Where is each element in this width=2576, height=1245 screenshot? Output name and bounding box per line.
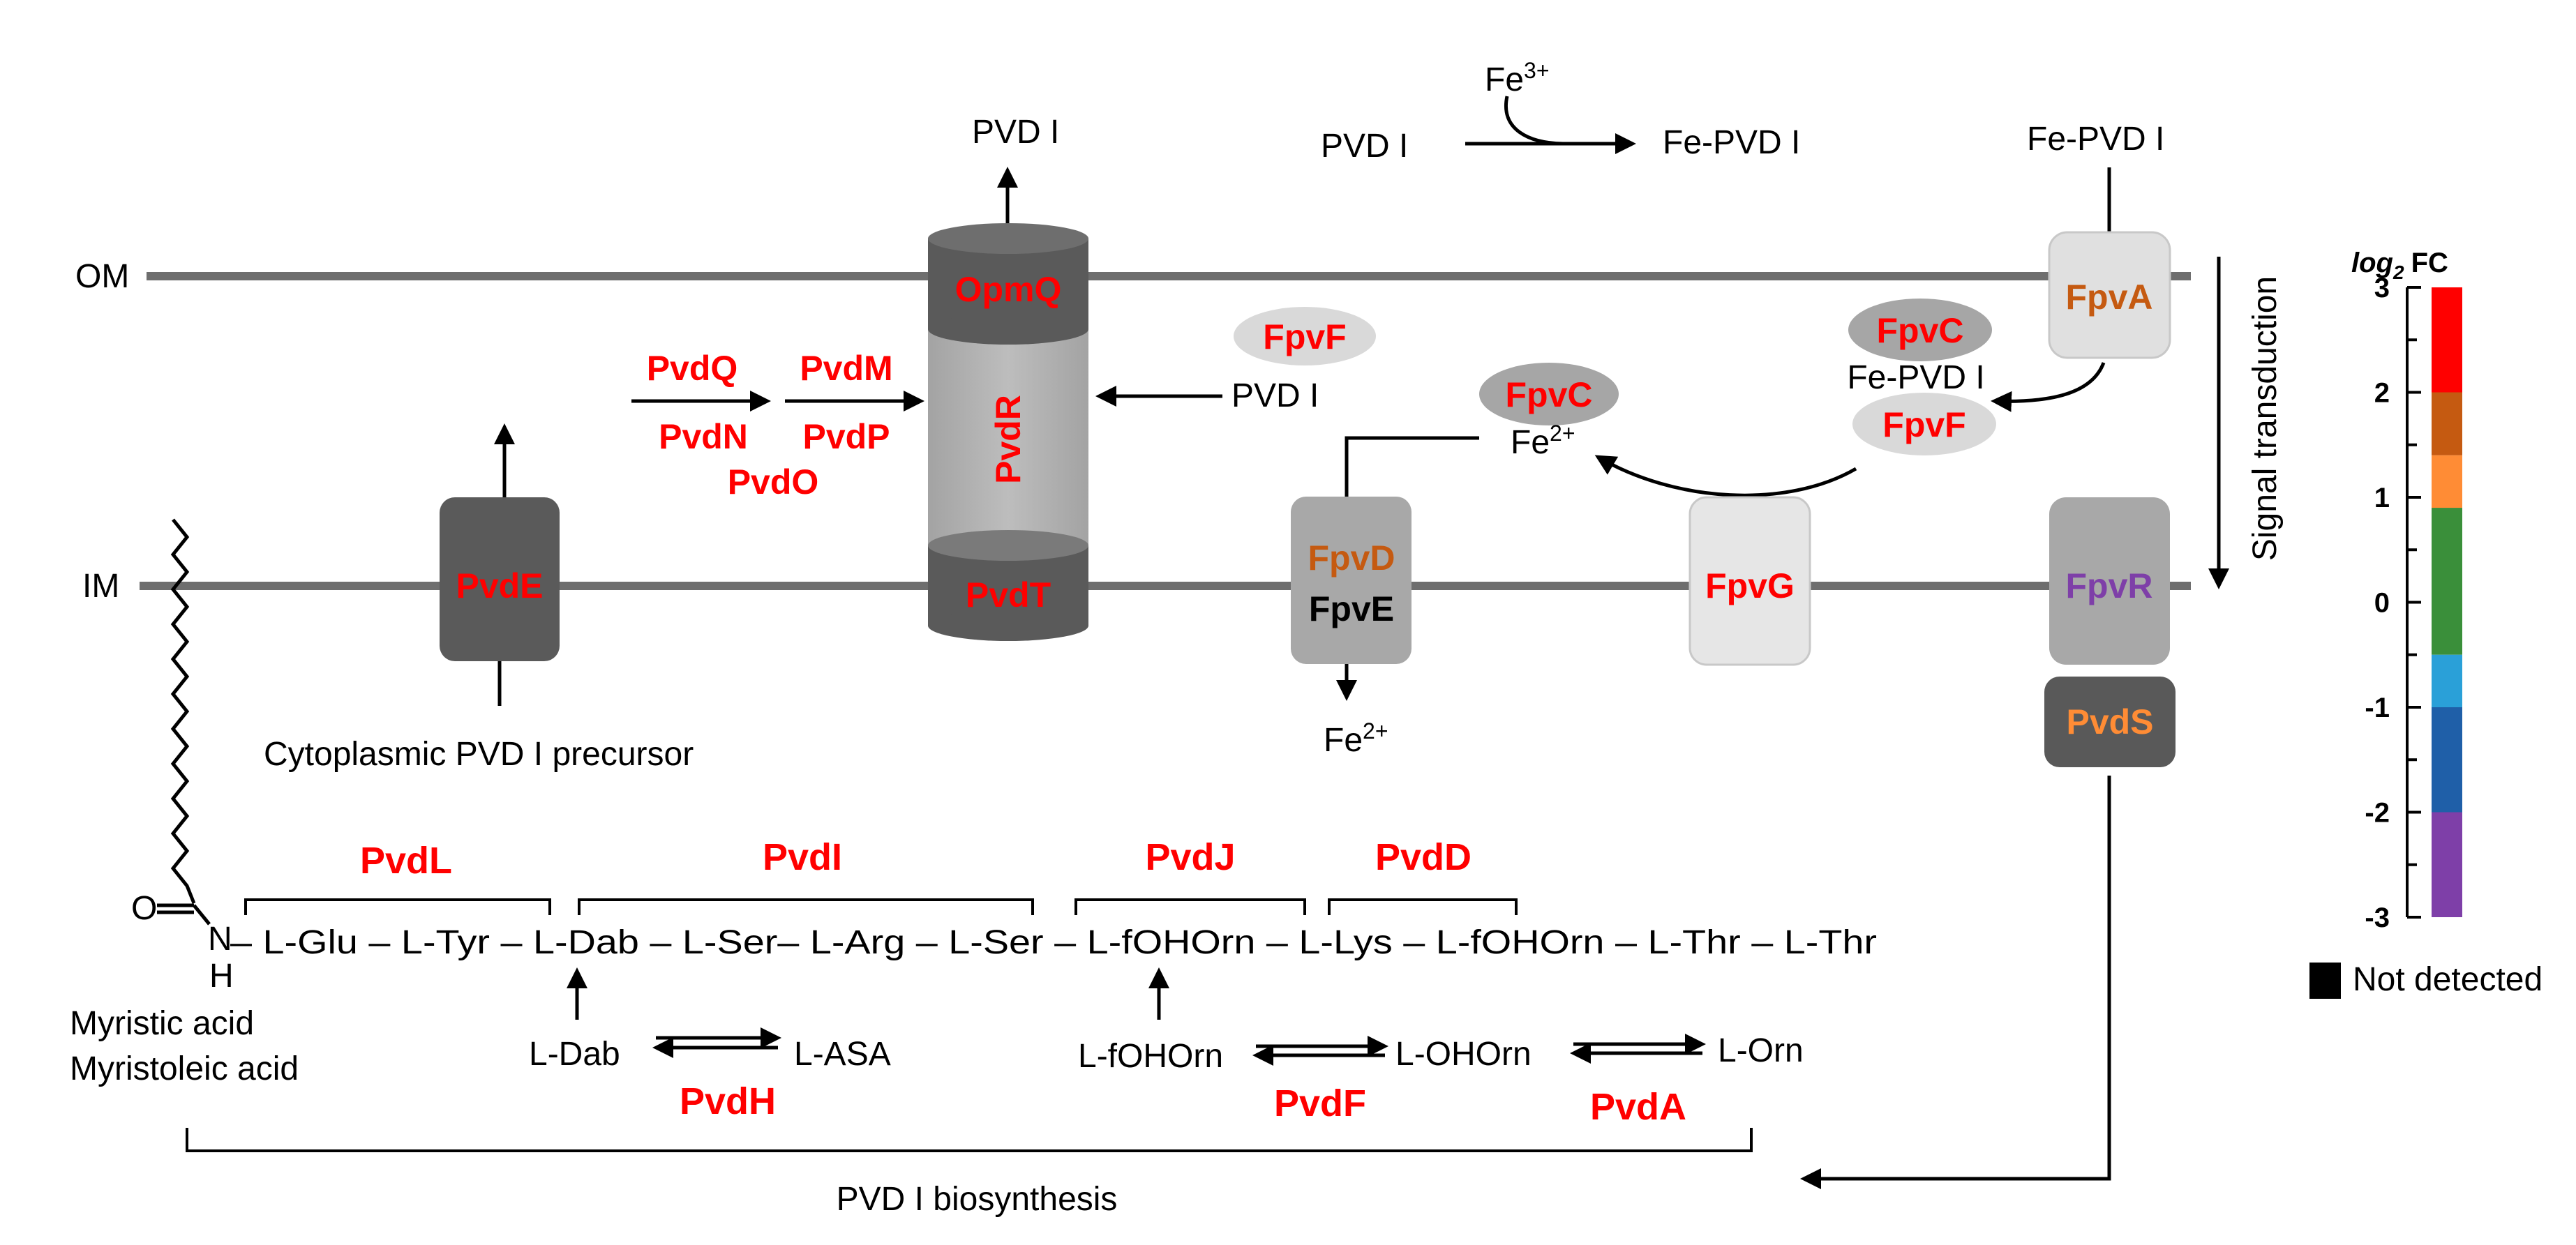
outer-membrane-label: OM bbox=[75, 258, 129, 295]
fpvf-periplasm-label: FpvF bbox=[1263, 317, 1346, 356]
peptide-chain: – L-Glu – L-Tyr – L-Dab – L-Ser– L-Arg –… bbox=[230, 924, 1877, 961]
signal-transduction-label: Signal transduction bbox=[2247, 276, 2284, 561]
fpvg-label: FpvG bbox=[1705, 566, 1795, 605]
pvd-free-label: PVD I bbox=[1321, 128, 1408, 165]
pvda-label: PvdA bbox=[1590, 1086, 1686, 1128]
pvdi-bracket bbox=[578, 898, 1034, 915]
pvdj-bracket bbox=[1074, 898, 1306, 915]
fe3-label: Fe3+ bbox=[1485, 58, 1550, 98]
legend-color-segment-0 bbox=[2432, 287, 2462, 393]
pvdh-label: PvdH bbox=[680, 1080, 776, 1122]
pvds-regulation-arrow bbox=[1800, 776, 2111, 1189]
lorn-label: L-Orn bbox=[1718, 1032, 1804, 1069]
fpva-to-complex-arrow bbox=[1991, 362, 2106, 412]
fpvd-label: FpvD bbox=[1308, 538, 1395, 578]
fpvf-complex-label: FpvF bbox=[1882, 405, 1965, 444]
nitrogen-label: N bbox=[208, 921, 232, 958]
fpvde-node bbox=[1291, 497, 1411, 664]
pvdrt-opmq-efflux-pump bbox=[928, 223, 1088, 641]
fpvg-node bbox=[1688, 496, 1811, 666]
fpvr-label: FpvR bbox=[2066, 566, 2153, 605]
pvdl-bracket bbox=[244, 898, 551, 915]
inner-membrane-label: IM bbox=[82, 568, 119, 605]
fpvc-periplasm-label: FpvC bbox=[1506, 375, 1593, 414]
pvdt-label: PvdT bbox=[966, 575, 1051, 614]
legend-tick-label: 3 bbox=[2374, 273, 2390, 303]
fpvr-node bbox=[2049, 497, 2170, 665]
pvds-label: PvdS bbox=[2066, 702, 2153, 741]
legend-color-segment-5 bbox=[2432, 707, 2462, 813]
legend-tick-label: 0 bbox=[2374, 588, 2390, 619]
pvd-periplasm-label: PVD I bbox=[1231, 377, 1319, 414]
not-detected-swatch bbox=[2309, 963, 2341, 999]
pvdj-label: PvdJ bbox=[1145, 836, 1235, 878]
fpvc-complex-node bbox=[1848, 299, 1992, 361]
pvde-node bbox=[440, 497, 560, 661]
cytoplasmic-precursor-label: Cytoplasmic PVD I precursor bbox=[264, 736, 694, 773]
fe2-to-fpvde-line bbox=[1345, 436, 1479, 497]
legend-color-bar bbox=[2432, 287, 2462, 917]
pvdn-label: PvdN bbox=[659, 417, 748, 456]
pvdf-label: PvdF bbox=[1274, 1082, 1366, 1124]
pvdd-bracket bbox=[1328, 898, 1518, 915]
pvdr-label: PvdR bbox=[989, 395, 1028, 484]
pvdd-label: PvdD bbox=[1375, 836, 1472, 878]
legend-color-segment-3 bbox=[2432, 508, 2462, 655]
ldab-label: L-Dab bbox=[529, 1036, 620, 1073]
biosynthesis-bracket bbox=[186, 1128, 1753, 1152]
fpvc-complex-label: FpvC bbox=[1877, 311, 1964, 350]
pvdo-label: PvdO bbox=[728, 462, 819, 501]
oxygen-label: O bbox=[131, 890, 157, 927]
legend-tick-label: -1 bbox=[2365, 693, 2390, 723]
myristoleic-acid-label: Myristoleic acid bbox=[70, 1050, 299, 1087]
lfohorn-label: L-fOHOrn bbox=[1078, 1038, 1223, 1075]
pvdq-label: PvdQ bbox=[647, 349, 738, 388]
pvdi-label: PvdI bbox=[763, 836, 842, 878]
pvdm-label: PvdM bbox=[800, 349, 892, 388]
not-detected-label: Not detected bbox=[2353, 961, 2543, 998]
myristic-acid-label: Myristic acid bbox=[70, 1005, 254, 1042]
iron-release-arrow bbox=[1594, 455, 1857, 497]
fpva-node bbox=[2048, 231, 2171, 359]
pvdp-label: PvdP bbox=[802, 417, 890, 456]
legend-tick-label: -3 bbox=[2365, 903, 2390, 933]
fpvf-complex-node bbox=[1852, 393, 1996, 455]
fe-pvd-receptor-label: Fe-PVD I bbox=[2027, 121, 2164, 158]
hydrogen-label: H bbox=[209, 958, 234, 995]
fatty-acid-tail bbox=[170, 518, 196, 904]
fpve-label: FpvE bbox=[1309, 589, 1394, 628]
pvdl-label: PvdL bbox=[360, 840, 452, 882]
legend-color-segment-6 bbox=[2432, 812, 2462, 917]
legend-tick-label: 2 bbox=[2374, 378, 2390, 409]
fe-pvd-complex-label: Fe-PVD I bbox=[1847, 359, 1984, 396]
pvds-node bbox=[2044, 677, 2176, 767]
lohorn-label: L-OHOrn bbox=[1395, 1036, 1532, 1073]
lasa-label: L-ASA bbox=[794, 1036, 891, 1073]
legend-ticks: 3 2 1 0 -1 -2 -3 bbox=[2365, 273, 2421, 933]
legend-tick-label: 1 bbox=[2374, 483, 2390, 513]
opmq-label: OpmQ bbox=[955, 270, 1062, 309]
fe-pvd-label: Fe-PVD I bbox=[1663, 124, 1800, 161]
fe3-joining-curve bbox=[1504, 96, 1564, 146]
legend-color-segment-2 bbox=[2432, 455, 2462, 508]
fe2-cytoplasm-label: Fe2+ bbox=[1324, 718, 1388, 759]
fpvc-periplasm-node bbox=[1479, 363, 1619, 425]
legend-tick-label: -2 bbox=[2365, 798, 2390, 829]
fpvf-periplasm-node bbox=[1234, 307, 1376, 365]
pvde-label: PvdE bbox=[456, 566, 543, 605]
legend-color-segment-1 bbox=[2432, 392, 2462, 455]
biosynthesis-label: PVD I biosynthesis bbox=[837, 1181, 1118, 1218]
fpva-label: FpvA bbox=[2066, 278, 2153, 317]
fe2-periplasm-label: Fe2+ bbox=[1511, 421, 1575, 461]
pvd-exported-label: PVD I bbox=[972, 114, 1059, 151]
amide-bond bbox=[193, 904, 211, 926]
legend-color-segment-4 bbox=[2432, 654, 2462, 707]
